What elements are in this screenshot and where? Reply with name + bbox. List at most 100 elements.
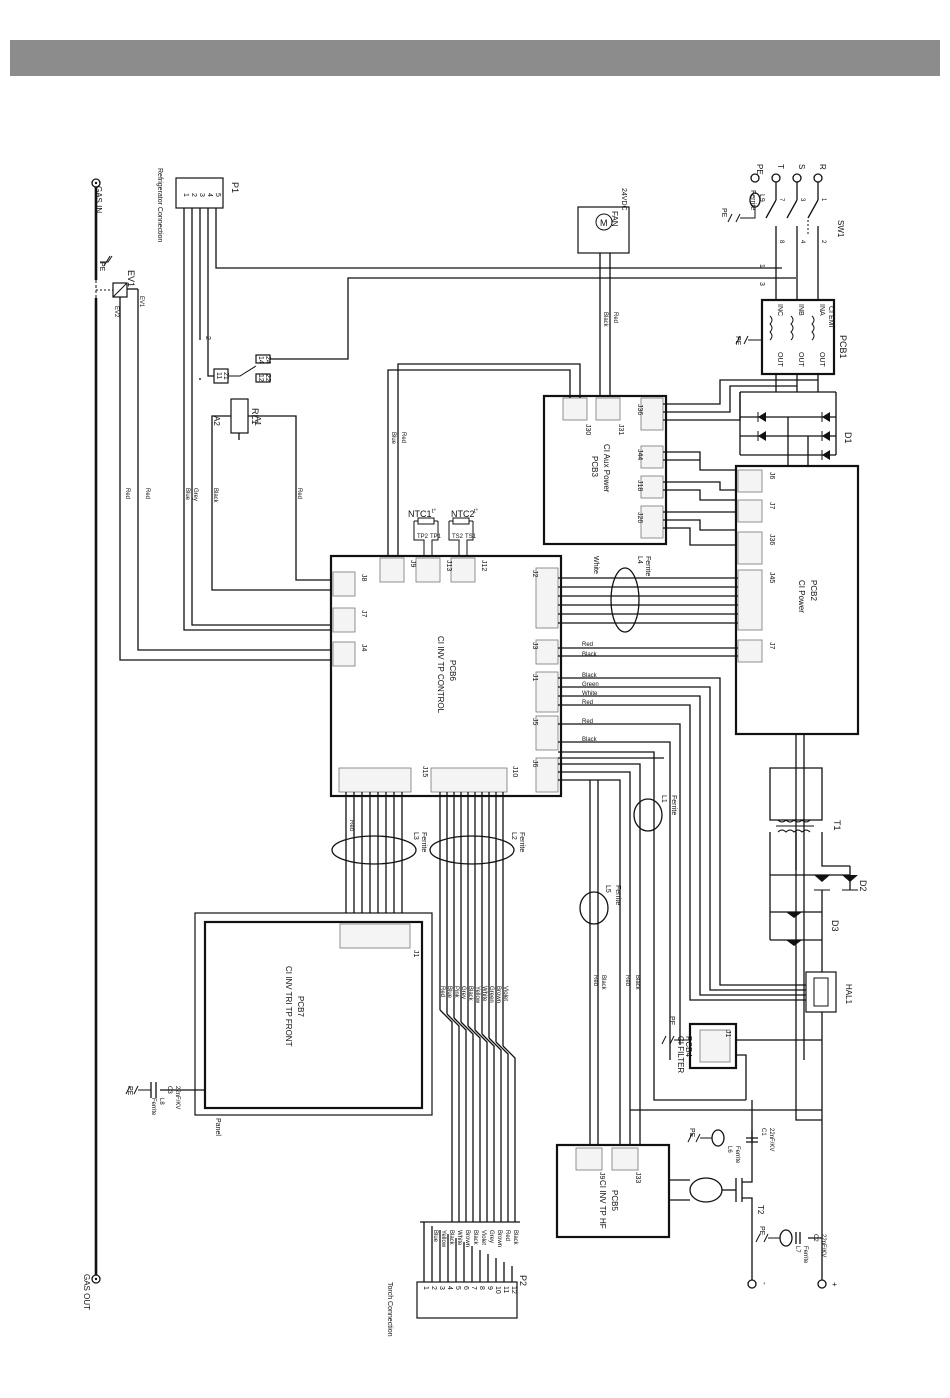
pcb4-ref: PCB4	[684, 1036, 693, 1057]
j6-wire-red: Red	[624, 975, 630, 986]
pcb4-filter: J1 PCB4 CI FILTER PE	[661, 1016, 822, 1100]
j10-wire-violet: Violet	[502, 986, 508, 1001]
pcb3-j44: J44	[636, 449, 643, 460]
c2-value: 22nF/KV	[820, 1234, 826, 1257]
wire-red-3: Red	[296, 488, 302, 499]
ntc1-tp2: TP2	[417, 534, 429, 540]
pcb7-ref: PCB7	[296, 996, 305, 1017]
j5-wire-red: Red	[582, 719, 593, 725]
pcb1-emi-filter: PCB1 CI EMI INA INB INC OUT OUT OUT PE	[734, 298, 848, 392]
ntc1-tp1: TP1	[430, 534, 442, 540]
fan-motor-symbol: M	[600, 218, 608, 228]
sw-pin-3: 3	[799, 198, 805, 202]
mains-pe: PE	[755, 164, 764, 175]
l2-ferrite-label: Ferrite	[518, 832, 525, 852]
fan-voltage: 24VDC	[620, 188, 627, 211]
c3-value: 22nF/KV	[174, 1086, 180, 1109]
pcb6-j2: J2	[531, 570, 538, 578]
j3-wire-black: Black	[582, 652, 598, 658]
hal1-ref: HAL1	[844, 984, 853, 1005]
torch-wire-11: Blue	[432, 1230, 438, 1243]
fan-label: FAN	[610, 211, 619, 227]
relay-22: 22	[264, 374, 271, 382]
pcb3-j36: J36	[636, 404, 643, 415]
p2-pin-6: 6	[462, 1286, 469, 1290]
mains-input: R S T PE L9 Ferrite PE SW1 1 2 3 4 7 8	[720, 164, 845, 300]
pcb1-ref: PCB1	[838, 335, 848, 359]
fan: M 24VDC FAN Red Black	[577, 188, 630, 398]
pcb3-j31: J31	[617, 424, 624, 435]
sw-pin-7: 7	[778, 198, 784, 202]
j3-j1-j5-j6-harness: Red Black Black Green White Red Red Blac…	[558, 642, 806, 1148]
p2-pin-3: 3	[438, 1286, 445, 1290]
pcb6-j9: J9	[409, 560, 416, 568]
ntc2-temp: t°	[474, 509, 479, 515]
l4-ferrite-label: Ferrite	[644, 556, 651, 576]
pcb6-j4: J4	[360, 644, 367, 652]
phase-s: S	[797, 164, 806, 169]
pe-label-l7: PE	[758, 1226, 765, 1236]
pcb7-label: CI INV TRI TP FRONT	[284, 966, 293, 1047]
pcb4-label: CI FILTER	[676, 1036, 685, 1073]
pcb6-label: CI INV TP CONTROL	[436, 636, 445, 714]
l7-ref: L7	[794, 1246, 800, 1253]
j3-wire-red: Red	[582, 642, 593, 648]
j1-wire-black: Black	[582, 673, 598, 679]
gas-in-label: GAS IN	[94, 186, 103, 213]
gas-line: GAS IN GAS OUT	[82, 178, 103, 1310]
ntc1-ref: NTC1	[408, 509, 432, 519]
p2-ref: P2	[518, 1275, 528, 1286]
relay-21: 21	[222, 372, 229, 380]
relay-11: 11	[215, 372, 222, 379]
ntc2-ts2: TS2	[452, 534, 464, 540]
pcb6-j10: J10	[511, 766, 518, 777]
phase-r: R	[818, 164, 827, 170]
j10-wire-brown: Brown	[495, 986, 501, 1003]
refrigerator-connector: P1 Refrigerator Connection 5 4 3 2 1	[156, 168, 240, 242]
l5-harness: Ferrite L5 Black Red	[579, 780, 621, 1148]
pcb2-label: CI Power	[797, 580, 806, 613]
output-plus: +	[830, 1282, 839, 1287]
wire-black-1: Black	[212, 488, 218, 504]
sw-pin-8: 8	[778, 240, 784, 244]
output-minus: -	[760, 1282, 769, 1285]
l2-ref: L2	[510, 832, 517, 840]
wire-grey-1: Grey	[192, 488, 198, 501]
pe-label-mains: PE	[720, 208, 727, 218]
p1-pin-1: 1	[182, 193, 189, 197]
torch-wire-10: Yellow	[440, 1230, 446, 1248]
pcb5-hf: J9 J33 PCB5 CI INV TP HF	[555, 1143, 736, 1239]
pcb2-j7-a: J7	[768, 502, 775, 510]
pcb5-ref: PCB5	[610, 1190, 619, 1211]
relay-12: 12	[257, 374, 264, 382]
j10-wire-pink: Pink	[453, 986, 459, 999]
pe-label-valve: PE	[98, 262, 105, 272]
pcb1-inc: INC	[776, 304, 783, 316]
c2-ref: C2	[812, 1234, 818, 1242]
pcb6-j13: J13	[445, 560, 452, 571]
j5-wire-black: Black	[582, 737, 598, 743]
pcb2-j45: J45	[768, 572, 775, 583]
sw-pin-1: 1	[820, 198, 826, 202]
l1-ref: L1	[660, 795, 667, 803]
pcb6-control: J8 J7 J4 J9 J13 J12 J2 J3 J1 J5 J6 J15 J…	[329, 554, 563, 798]
pcb1-out-a: OUT	[818, 352, 825, 368]
j9-wire-blue: Blue	[390, 432, 396, 445]
ntc2-ref: NTC2	[451, 509, 475, 519]
l5-wire-red: Red	[592, 975, 598, 986]
pcb2-j6: J6	[768, 472, 775, 480]
transformer-t1: T1	[769, 767, 850, 940]
torch-wire-5: Violet	[480, 1230, 486, 1245]
pcb3-aux-power: J30 J31 J36 J44 J18 J26 CI Aux Power PCB…	[387, 363, 818, 556]
pcb1-out-b: OUT	[797, 352, 804, 368]
diodes-d2-d3: D2 D3	[770, 866, 868, 1280]
relay-14: 14	[257, 356, 264, 364]
pcb1-out-c: OUT	[776, 352, 783, 368]
valve-pin-1: EV1	[138, 296, 144, 308]
solenoid-valve: EV1 EV1 EV2 PE	[96, 255, 144, 320]
wire-number-2: 2	[204, 336, 211, 340]
wire-red-1: Red	[124, 488, 130, 499]
pcb6-j3: J3	[531, 642, 538, 650]
pcb2-ref: PCB2	[809, 580, 818, 601]
l6-ref: L6	[726, 1146, 732, 1153]
